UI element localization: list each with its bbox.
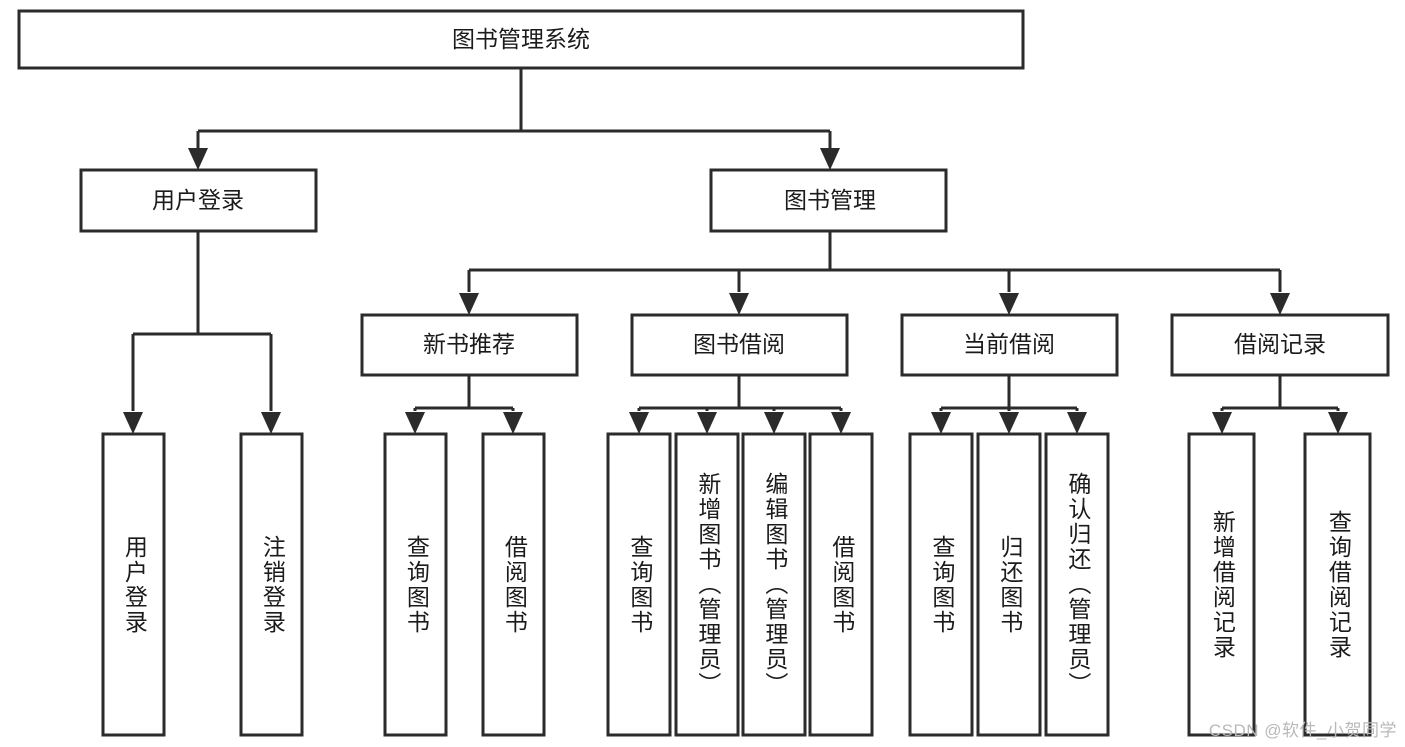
node-leaf-borrow-add[interactable] [674, 432, 740, 737]
node-book-manage[interactable] [709, 168, 948, 233]
node-leaf-borrow-borrow[interactable] [808, 432, 874, 737]
label-current-borrow: 当前借阅 [963, 331, 1055, 357]
node-leaf-cur-return[interactable] [976, 432, 1042, 737]
node-leaf-rec-borrow[interactable] [481, 432, 546, 737]
node-leaf-borrow-edit[interactable] [741, 432, 807, 737]
arrow-to-book-borrow [729, 293, 749, 315]
arrow-leaf-borrow-add [697, 412, 717, 434]
arrow-leaf-rec-query [405, 412, 425, 434]
node-new-book-rec[interactable] [360, 313, 579, 377]
csdn-watermark: CSDN @软件_小贺同学 [1208, 721, 1397, 740]
node-user-login[interactable] [79, 168, 318, 233]
arrow-leaf-cur-return [999, 412, 1019, 434]
arrow-leaf-borrow-borrow [831, 412, 851, 434]
node-root[interactable] [17, 9, 1025, 70]
node-leaf-user-logout[interactable] [239, 432, 304, 737]
label-root: 图书管理系统 [452, 26, 590, 52]
node-box-group [17, 9, 1390, 737]
arrow-to-current-borrow [999, 293, 1019, 315]
arrow-leaf-borrow-edit [764, 412, 784, 434]
label-book-borrow: 图书借阅 [693, 331, 785, 357]
node-leaf-user-login[interactable] [101, 432, 166, 737]
arrow-leaf-rec-add [1212, 412, 1232, 434]
node-book-borrow[interactable] [630, 313, 849, 377]
arrow-leaf-user-login [123, 412, 143, 434]
arrow-to-book-manage [820, 148, 840, 170]
node-leaf-rec-query2[interactable] [1303, 432, 1372, 737]
label-book-manage: 图书管理 [784, 187, 876, 213]
node-current-borrow[interactable] [900, 313, 1119, 377]
arrow-leaf-rec-query2 [1328, 412, 1348, 434]
arrow-to-user-login [188, 148, 208, 170]
arrow-leaf-borrow-query [629, 412, 649, 434]
arrow-to-borrow-record [1270, 293, 1290, 315]
connector-group [123, 68, 1348, 434]
node-leaf-cur-confirm[interactable] [1044, 432, 1110, 737]
arrow-leaf-cur-confirm [1067, 412, 1087, 434]
label-new-book-rec: 新书推荐 [423, 331, 515, 357]
label-borrow-record: 借阅记录 [1234, 331, 1326, 357]
arrow-leaf-cur-query [931, 412, 951, 434]
arrow-leaf-user-logout [261, 412, 281, 434]
node-leaf-borrow-query[interactable] [606, 432, 672, 737]
arrow-to-new-book-rec [459, 293, 479, 315]
arrow-leaf-rec-borrow [503, 412, 523, 434]
node-borrow-record[interactable] [1170, 313, 1390, 377]
node-leaf-cur-query[interactable] [908, 432, 974, 737]
horizontal-label-group: 图书管理系统 用户登录 图书管理 新书推荐 图书借阅 当前借阅 借阅记录 [152, 26, 1326, 357]
label-user-login: 用户登录 [152, 187, 244, 213]
node-leaf-rec-add[interactable] [1187, 432, 1256, 737]
node-leaf-rec-query[interactable] [383, 432, 448, 737]
